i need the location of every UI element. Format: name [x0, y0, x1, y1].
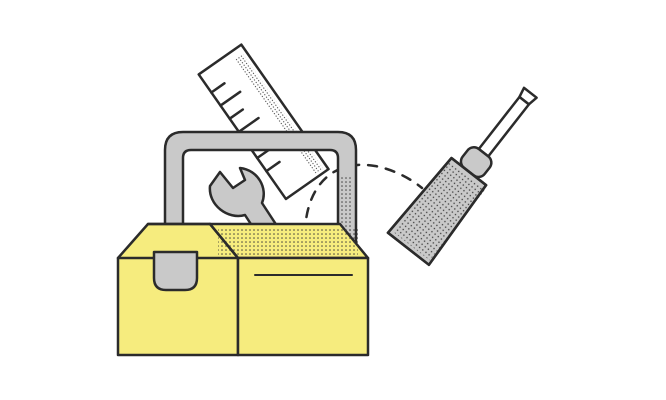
motion-path [303, 163, 424, 237]
screwdriver-icon [386, 86, 538, 267]
handle-clip [152, 250, 199, 292]
toolbox-icon [116, 222, 370, 357]
